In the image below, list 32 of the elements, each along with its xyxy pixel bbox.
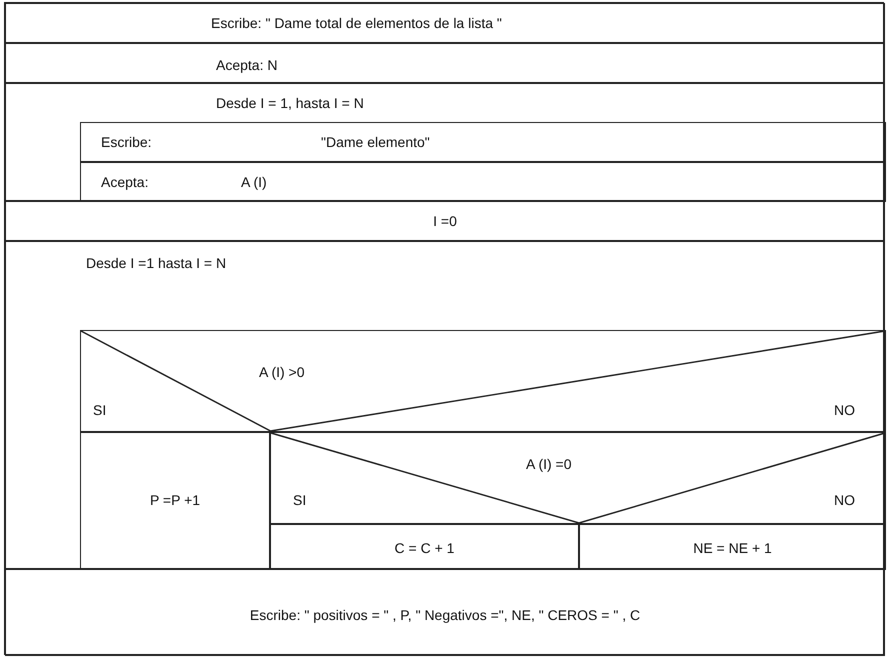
decision-block	[270, 432, 886, 524]
process-block	[5, 569, 885, 656]
decision-block	[80, 330, 886, 432]
process-block	[579, 524, 886, 570]
statement-text: "Dame elemento"	[321, 133, 430, 151]
statement-text: Escribe: " positivos = " , P, " Negativos =", NE, " CEROS = " , C	[250, 606, 640, 624]
process-block	[5, 43, 885, 83]
process-block	[270, 524, 579, 570]
condition-text: A (I) >0	[259, 363, 305, 381]
branch-label: SI	[93, 401, 106, 419]
process-block	[80, 162, 886, 202]
statement-text: Acepta: N	[216, 56, 278, 74]
process-block	[80, 122, 886, 162]
statement-text: Escribe:	[101, 133, 152, 151]
process-block	[5, 3, 885, 43]
condition-text: A (I) =0	[526, 455, 572, 473]
loop-header: Desde I =1 hasta I = N	[86, 254, 226, 272]
statement-text: Acepta:	[101, 173, 148, 191]
statement-text: I =0	[433, 212, 457, 230]
statement-text: C = C + 1	[394, 539, 454, 557]
loop-block	[5, 241, 885, 569]
branch-label: NO	[834, 401, 855, 419]
process-block	[80, 432, 270, 570]
process-block	[5, 201, 885, 241]
statement-text: P =P +1	[150, 491, 200, 509]
statement-text: Escribe: " Dame total de elementos de la lista "	[211, 14, 502, 32]
branch-label: NO	[834, 491, 855, 509]
branch-label: SI	[293, 491, 306, 509]
statement-text: NE = NE + 1	[693, 539, 772, 557]
loop-header: Desde I = 1, hasta I = N	[216, 94, 364, 112]
statement-text: A (I)	[241, 173, 267, 191]
loop-block	[5, 83, 885, 201]
